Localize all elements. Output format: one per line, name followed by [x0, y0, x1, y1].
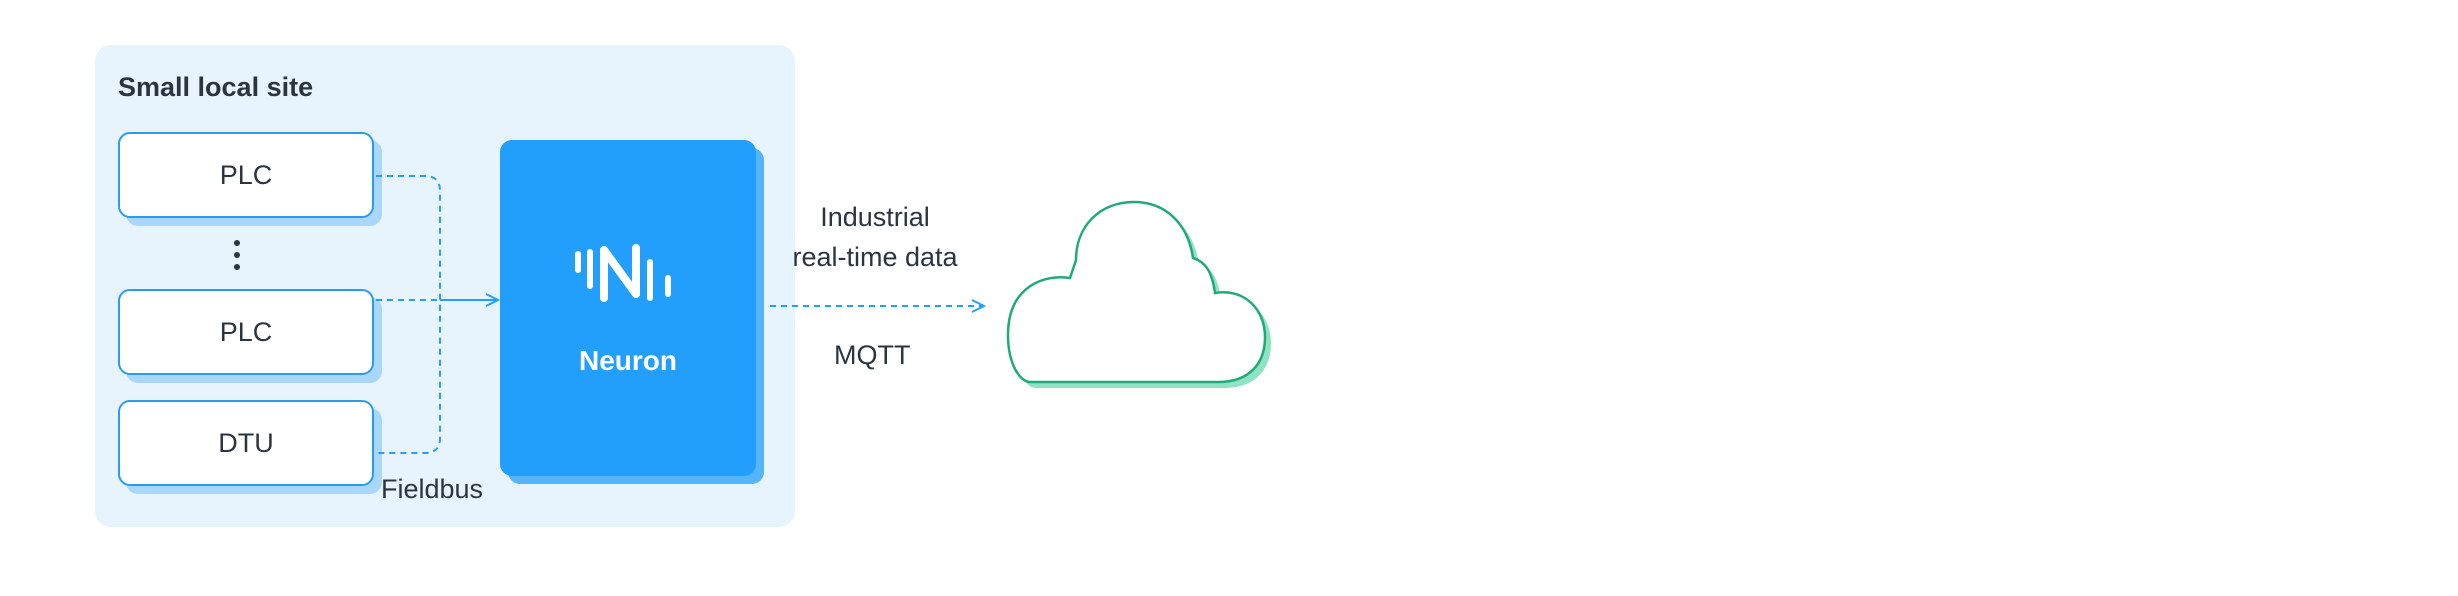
neuron-gateway-box: Neuron: [500, 140, 756, 476]
device-label-plc-1: PLC: [118, 132, 374, 218]
industrial-data-label-line2: real-time data: [792, 242, 958, 272]
device-plc-1: PLC: [118, 132, 382, 226]
mqtt-label: MQTT: [834, 340, 911, 370]
cloud-icon: [1006, 200, 1271, 388]
site-title: Small local site: [118, 72, 314, 102]
device-label-plc-2: PLC: [118, 289, 374, 375]
vertical-ellipsis-icon: [232, 240, 242, 272]
cloud-shape: [1006, 200, 1267, 384]
fieldbus-label: Fieldbus: [381, 474, 484, 504]
device-plc-2: PLC: [118, 289, 382, 383]
industrial-data-label: Industrial real-time data: [760, 197, 990, 277]
device-dtu: DTU: [118, 400, 382, 494]
industrial-data-label-line1: Industrial: [820, 202, 930, 232]
device-label-dtu: DTU: [118, 400, 374, 486]
neuron-label: Neuron: [579, 345, 677, 376]
neuron-logo-icon: [575, 244, 671, 302]
